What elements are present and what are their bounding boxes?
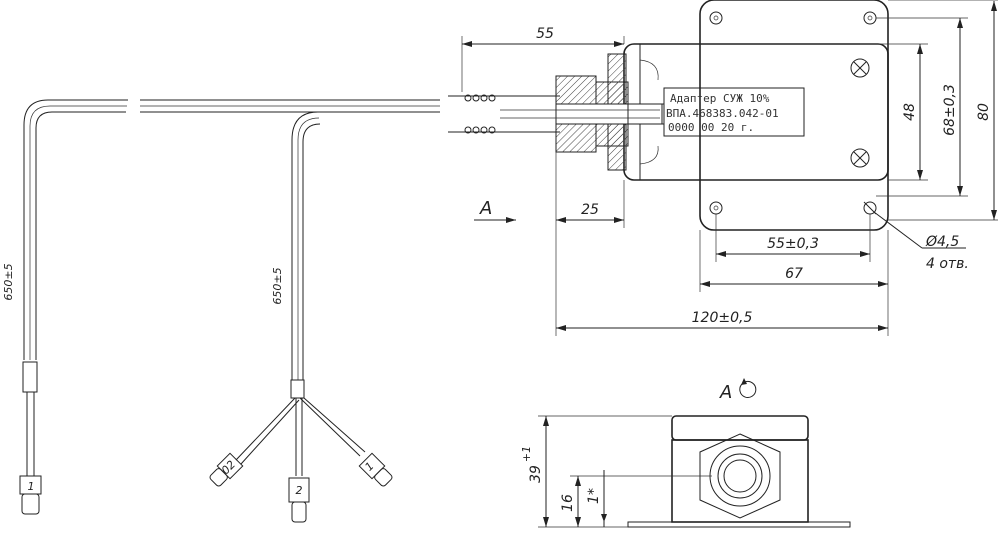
screw-bottom xyxy=(850,148,870,168)
plate-line-3: 0000 00 20 г. xyxy=(668,121,754,134)
right-cable: 02 2 1 650±5 xyxy=(209,111,393,523)
dim-hole: Ø4,5 xyxy=(925,234,959,250)
dim-55b: 55±0,3 xyxy=(767,236,819,252)
dim-25: 25 xyxy=(581,202,599,218)
dim-68: 68±0,3 xyxy=(942,84,958,136)
plate-line-2: ВПА.468383.042-01 xyxy=(666,107,779,120)
dim-39-tolerance: +1 xyxy=(520,446,533,462)
dim-120: 120±0,5 xyxy=(692,310,753,326)
dimensions-top: 55 25 A 48 68±0,3 80 55±0,3 xyxy=(461,0,998,336)
left-cable: 1 650±5 xyxy=(2,99,128,515)
view-a-title: A xyxy=(719,382,732,403)
main-cable-horizontal xyxy=(140,99,440,113)
dim-80: 80 xyxy=(976,103,992,121)
dim-39: 39 xyxy=(528,465,544,483)
rotate-icon xyxy=(739,378,757,398)
dim-1: 1* xyxy=(586,488,602,504)
left-connector-label: 1 xyxy=(28,480,35,493)
dim-67: 67 xyxy=(785,266,803,282)
left-cable-length: 650±5 xyxy=(2,263,15,300)
dim-16: 16 xyxy=(560,494,576,512)
view-arrow-label: A xyxy=(479,198,492,219)
plate-line-1: Адаптер СУЖ 10% xyxy=(670,92,770,105)
dim-holes-count: 4 отв. xyxy=(926,256,969,272)
cable-gland xyxy=(448,53,665,171)
dim-55: 55 xyxy=(536,26,554,42)
screw-top xyxy=(850,58,870,78)
right-cable-length: 650±5 xyxy=(271,267,284,304)
dim-48: 48 xyxy=(902,103,918,121)
connector-b-label: 2 xyxy=(296,484,303,497)
view-a: A 39 +1 16 1* xyxy=(520,378,851,528)
